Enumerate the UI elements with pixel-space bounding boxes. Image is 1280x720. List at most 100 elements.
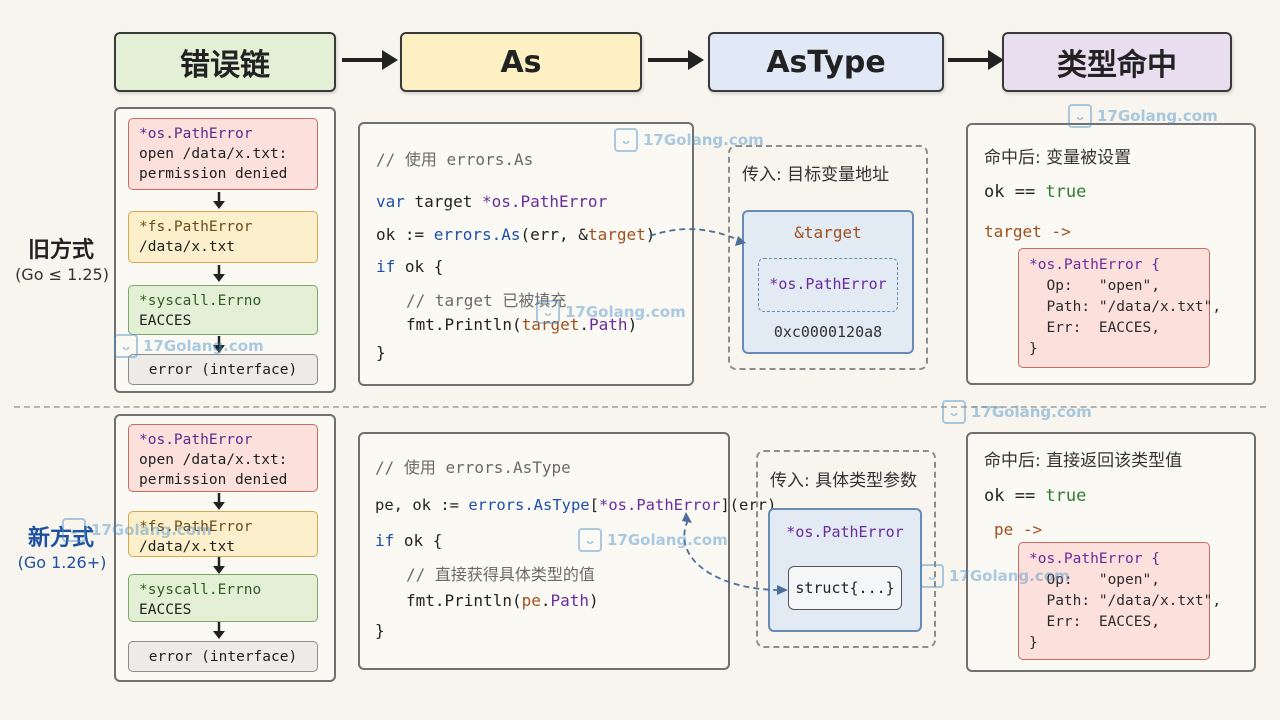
code-type: *os.PathError (481, 192, 608, 211)
result-struct: *os.PathError { Op: "open", Path: "/data… (1018, 542, 1221, 660)
chain-error-interface: error (interface) (128, 641, 318, 672)
chain-line: EACCES (139, 602, 192, 618)
code-text: ok := (376, 225, 434, 244)
new-way-subtitle: (Go 1.26+) (17, 553, 107, 572)
code-text: ](err) (720, 496, 777, 514)
type-name: *syscall.Errno (139, 582, 262, 598)
code-line: fmt.Println(pe.Path) (406, 591, 599, 610)
chain-error-interface: error (interface) (128, 354, 318, 385)
code-true: true (1045, 182, 1087, 202)
old-hit-label: 命中后: 变量被设置 (984, 148, 1132, 168)
result-line: *os.PathError { (1029, 551, 1160, 567)
pe-arrow-label: pe -> (994, 520, 1043, 539)
new-way-title: 新方式 (27, 526, 94, 551)
old-code-panel (358, 122, 694, 386)
code-type: *os.PathError (599, 496, 721, 514)
arrow-down-icon (213, 336, 225, 353)
code-keyword: if (375, 531, 395, 550)
code-text: ) (627, 315, 638, 334)
old-pass-label: 传入: 目标变量地址 (742, 165, 890, 185)
code-field: Path (550, 591, 590, 610)
code-keyword: var (376, 192, 405, 211)
target-var-box (742, 210, 914, 354)
result-line: Path: "/data/x.txt", (1029, 593, 1222, 609)
arrow-right-icon (948, 50, 1004, 70)
code-comment: // 使用 errors.As (376, 150, 534, 169)
code-comment: // target 已被填充 (406, 291, 567, 310)
chain-line: open /data/x.txt: (139, 146, 288, 162)
result-line: Path: "/data/x.txt", (1029, 299, 1222, 315)
result-line: } (1029, 341, 1038, 357)
code-text: ) (589, 591, 599, 610)
new-hit-label: 命中后: 直接返回该类型值 (984, 451, 1183, 471)
code-comment: // 直接获得具体类型的值 (406, 565, 595, 584)
result-line: Err: EACCES, (1029, 614, 1160, 630)
code-line: ok := errors.As(err, &target) (376, 225, 655, 244)
chain-line: permission denied (139, 472, 288, 488)
code-line: var target *os.PathError (376, 192, 607, 211)
target-pointer: 0xc0000120a8 (773, 323, 883, 341)
code-text: ok { (394, 531, 443, 550)
target-type: *os.PathError (769, 275, 887, 293)
step-type-hit: 类型命中 (1002, 32, 1232, 92)
code-var: target (521, 315, 580, 334)
old-pass-panel (728, 145, 928, 370)
code-text: fmt.Println( (406, 591, 522, 610)
arrow-down-icon (213, 493, 225, 510)
chain-fs-error: *fs.PathError /data/x.txt (128, 511, 318, 557)
chain-line: EACCES (139, 313, 192, 329)
code-line: pe, ok := errors.AsType[*os.PathError](e… (375, 496, 776, 514)
code-text: target (404, 192, 482, 211)
type-name: *syscall.Errno (139, 293, 262, 309)
result-line: Op: "open", (1029, 572, 1160, 588)
code-line: if ok { (376, 257, 443, 276)
code-line: } (375, 621, 385, 640)
code-true: true (1045, 486, 1087, 506)
code-field: Path (589, 315, 628, 334)
code-func: errors.AsType (468, 496, 590, 514)
result-line: *os.PathError { (1029, 257, 1160, 273)
ok-line: ok == true (984, 182, 1086, 202)
chain-syscall-errno: *syscall.Errno EACCES (128, 285, 318, 335)
new-code-panel (358, 432, 730, 670)
arrow-down-icon (213, 557, 225, 574)
type-name: *os.PathError (139, 126, 253, 142)
chain-line: /data/x.txt (139, 239, 236, 255)
chain-syscall-errno: *syscall.Errno EACCES (128, 574, 318, 622)
step-astype: AsType (708, 32, 944, 92)
code-comment: // 使用 errors.AsType (375, 458, 571, 477)
struct-box: struct{...} (788, 566, 902, 610)
new-pass-label: 传入: 具体类型参数 (770, 471, 918, 491)
step-as: As (400, 32, 642, 92)
arrowhead-icon (777, 585, 788, 595)
arrowhead-icon (735, 236, 746, 246)
old-way-subtitle: (Go ≤ 1.25) (15, 265, 109, 284)
code-text: pe, ok := (375, 496, 469, 514)
code-text: ok == (984, 182, 1046, 202)
arrow-down-icon (213, 265, 225, 282)
target-arrow-label: target -> (984, 222, 1071, 241)
arrow-right-icon (648, 50, 704, 70)
ok-line: ok == true (984, 486, 1086, 506)
type-name: *fs.PathError (139, 519, 253, 535)
old-way-title: 旧方式 (27, 238, 94, 263)
chain-fs-error: *fs.PathError /data/x.txt (128, 211, 318, 263)
type-name: *fs.PathError (139, 219, 253, 235)
chain-path-error: *os.PathError open /data/x.txt: permissi… (128, 118, 318, 190)
code-text: ok == (984, 486, 1046, 506)
code-line: if ok { (375, 531, 442, 550)
code-text: fmt.Println( (406, 315, 522, 334)
code-var: target (587, 225, 646, 244)
code-text: . (540, 591, 551, 610)
new-pass-panel (756, 450, 936, 648)
code-text: ) (645, 225, 656, 244)
code-line: } (376, 343, 386, 362)
code-var: pe (521, 591, 541, 610)
result-line: } (1029, 635, 1038, 651)
chain-line: open /data/x.txt: (139, 452, 288, 468)
chain-line: /data/x.txt (139, 539, 236, 555)
code-line: fmt.Println(target.Path) (406, 315, 637, 334)
chain-line: permission denied (139, 166, 288, 182)
chain-path-error: *os.PathError open /data/x.txt: permissi… (128, 424, 318, 492)
